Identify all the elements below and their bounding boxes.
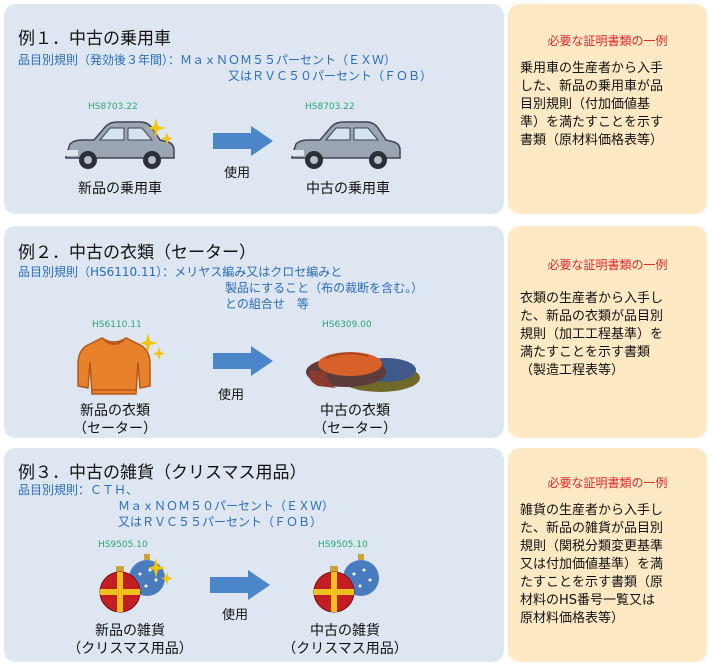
example-3-new-caption: 新品の雑貨 （クリスマス用品） [67, 623, 193, 657]
example-3-rule-line-3: 又はＲＶＣ５５パーセント（ＦＯＢ） [118, 515, 323, 529]
right-arrow-icon [213, 126, 273, 156]
example-2-used-caption: 中古の衣類 （セーター） [313, 403, 397, 437]
christmas-ornament-icon [313, 554, 379, 613]
example-1-rule-line-2: 又はＲＶＣ５０パーセント（ＦＯＢ） [228, 69, 433, 83]
example-3-use-label: 使用 [222, 608, 249, 623]
sweater-icon [77, 337, 151, 395]
example-1-rule-line-1: 品目別規則（発効後３年間）：ＭａｘＮＯＭ５５パーセント（ＥＸＷ） [18, 53, 397, 67]
example-3-panel [4, 448, 504, 662]
example-1-panel [4, 4, 504, 214]
example-2-document-text: 衣類の生産者から入手し た、新品の衣類が品目別 規則（加工工程基準）を 満たすこ… [520, 291, 664, 378]
example-3-used-caption: 中古の雑貨 （クリスマス用品） [282, 623, 408, 657]
example-2-rule-line-3: との組合せ 等 [225, 297, 309, 311]
right-arrow-icon [210, 570, 270, 600]
example-1-new-hs-code: HS8703.22 [88, 102, 138, 112]
example-2-document-box [508, 226, 707, 438]
example-2-rule-line-1: 品目別規則（HS6110.11）：メリヤス編み又はクロセ編みと [18, 265, 343, 279]
example-3-title: 例３．中古の雑貨（クリスマス用品） [18, 463, 307, 483]
example-2-new-caption: 新品の衣類 （セーター） [73, 403, 157, 437]
example-2-document-heading: 必要な証明書類の一例 [547, 258, 668, 272]
example-1-document-text: 乗用車の生産者から入手 した、新品の乗用車が品 目別規則（付加価値基 準）を満た… [520, 61, 664, 148]
example-1-document-heading: 必要な証明書類の一例 [547, 34, 668, 48]
sparkle-icon [140, 333, 165, 360]
example-2-new-hs-code: HS6110.11 [92, 320, 142, 330]
example-3-document-text: 雑貨の生産者から入手し た、新品の雑貨が品目別 規則（関税分類変更基準 又は付加… [520, 503, 664, 626]
example-1-title: 例１．中古の乗用車 [18, 29, 171, 49]
example-1-used-caption: 中古の乗用車 [306, 181, 390, 197]
example-3-document-heading: 必要な証明書類の一例 [547, 476, 668, 490]
example-2-used-hs-code: HS6309.00 [322, 320, 372, 330]
example-3-document-box [508, 448, 707, 662]
example-3-rule-line-2: ＭａｘＮＯＭ５０パーセント（ＥＸＷ） [118, 499, 335, 513]
example-2-panel [4, 226, 504, 438]
example-3-rule-line-1: 品目別規則：ＣＴＨ、 [18, 483, 139, 497]
sparkle-icon [148, 118, 173, 145]
car-icon [290, 121, 401, 169]
example-1-document-box [508, 4, 707, 214]
worn-clothes-icon [306, 352, 420, 392]
example-1-used-hs-code: HS8703.22 [305, 102, 355, 112]
sparkle-icon [148, 558, 173, 585]
car-icon [64, 121, 175, 169]
example-3-new-hs-code: HS9505.10 [98, 540, 148, 550]
example-3-used-hs-code: HS9505.10 [318, 540, 368, 550]
example-2-use-label: 使用 [218, 388, 245, 403]
example-1-new-caption: 新品の乗用車 [78, 181, 162, 197]
example-1-use-label: 使用 [224, 166, 251, 181]
example-2-title: 例２．中古の衣類（セーター） [18, 243, 256, 263]
example-2-rule-line-2: 製品にすること（布の裁断を含む。） [225, 281, 424, 295]
right-arrow-icon [213, 346, 273, 376]
